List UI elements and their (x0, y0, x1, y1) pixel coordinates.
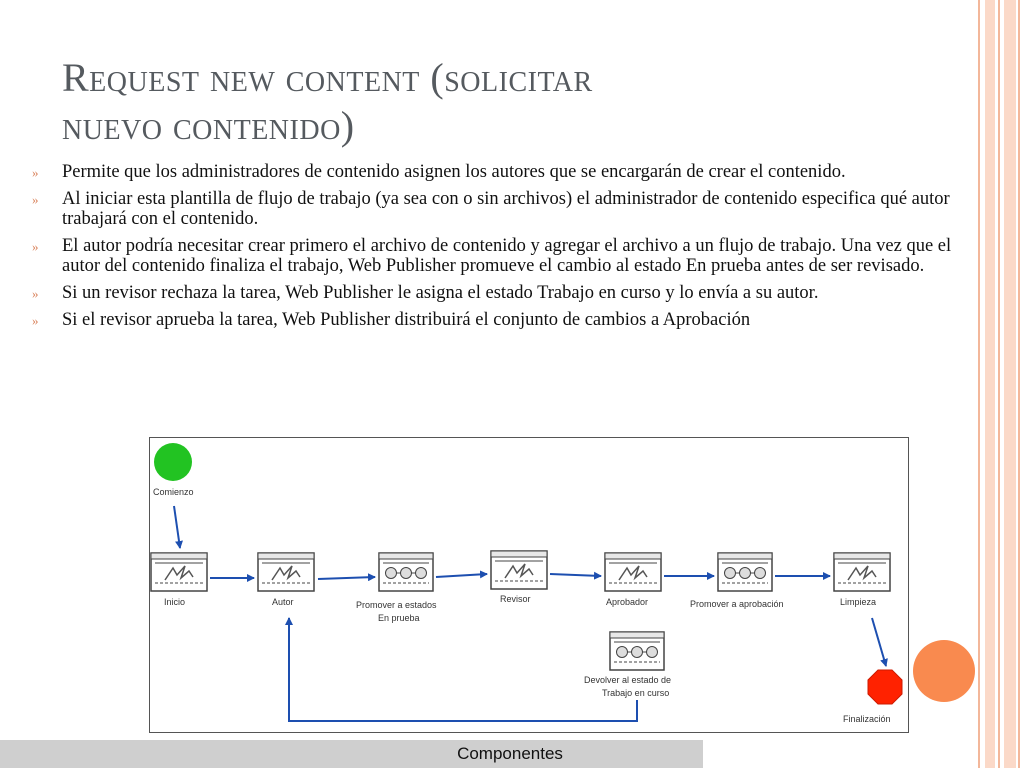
bullet-text: El autor podría necesitar crear primero … (62, 236, 952, 276)
node-label: Trabajo en curso (602, 688, 669, 698)
node-inicio (150, 552, 208, 592)
node-promover-aprobacion (717, 552, 773, 592)
node-revisor (490, 550, 548, 590)
bullet-item: » Al iniciar esta plantilla de flujo de t… (32, 189, 992, 229)
node-label: En prueba (378, 613, 420, 623)
node-label: Promover a estados (356, 600, 437, 610)
flow-arrow (173, 505, 183, 549)
flow-arrow (549, 571, 602, 580)
node-label: Aprobador (606, 597, 648, 607)
caption-text: Componentes (457, 744, 563, 763)
decor-rule (978, 0, 980, 768)
workflow-svg: Comienzo Inicio Autor Promover a estados… (150, 443, 903, 724)
bullet-item: » El autor podría necesitar crear primero… (32, 236, 992, 276)
node-aprobador (604, 552, 662, 592)
bullet-marker: » (32, 286, 39, 301)
bullet-marker: » (32, 239, 39, 254)
start-label: Comienzo (153, 487, 194, 497)
node-label: Inicio (164, 597, 185, 607)
bullet-marker: » (32, 313, 39, 328)
bullet-text: Si el revisor aprueba la tarea, Web Publ… (62, 310, 751, 330)
slide-title: Request new content (solicitar nuevo con… (62, 54, 962, 150)
bullet-item: » Si el revisor aprueba la tarea, Web Pub… (32, 310, 992, 330)
bullet-marker: » (32, 165, 39, 180)
node-label: Promover a aprobación (690, 599, 784, 609)
bullet-list: » Permite que los administradores de cont… (32, 162, 992, 337)
node-label: Autor (272, 597, 294, 607)
bullet-item: » Permite que los administradores de cont… (32, 162, 992, 182)
start-node (154, 443, 192, 481)
node-label: Devolver al estado de (584, 675, 671, 685)
decor-rule (985, 0, 995, 768)
flow-arrow (435, 570, 488, 579)
bullet-marker: » (32, 192, 39, 207)
bullet-text: Al iniciar esta plantilla de flujo de tr… (62, 189, 950, 229)
caption-bar: Componentes (0, 740, 703, 768)
bullet-text: Permite que los administradores de conte… (62, 162, 846, 182)
decor-rule (1004, 0, 1016, 768)
node-promover-en-prueba (378, 552, 434, 592)
title-line-1: Request new content (solicitar (62, 55, 593, 100)
bullet-item: » Si un revisor rechaza la tarea, Web Pub… (32, 283, 992, 303)
return-arrow (285, 617, 638, 722)
node-autor (257, 552, 315, 592)
end-node (867, 669, 903, 705)
node-devolver (609, 631, 665, 671)
end-label: Finalización (843, 714, 891, 724)
flow-arrow (871, 617, 888, 667)
bullet-text: Si un revisor rechaza la tarea, Web Publ… (62, 283, 819, 303)
title-line-2: nuevo contenido) (62, 103, 355, 148)
node-label: Limpieza (840, 597, 876, 607)
flow-arrow (317, 573, 376, 582)
node-label: Revisor (500, 594, 531, 604)
node-limpieza (833, 552, 891, 592)
decor-circle (913, 640, 975, 702)
decor-rule (1018, 0, 1020, 768)
workflow-diagram: Comienzo Inicio Autor Promover a estados… (149, 437, 909, 733)
decor-rule (998, 0, 1000, 768)
